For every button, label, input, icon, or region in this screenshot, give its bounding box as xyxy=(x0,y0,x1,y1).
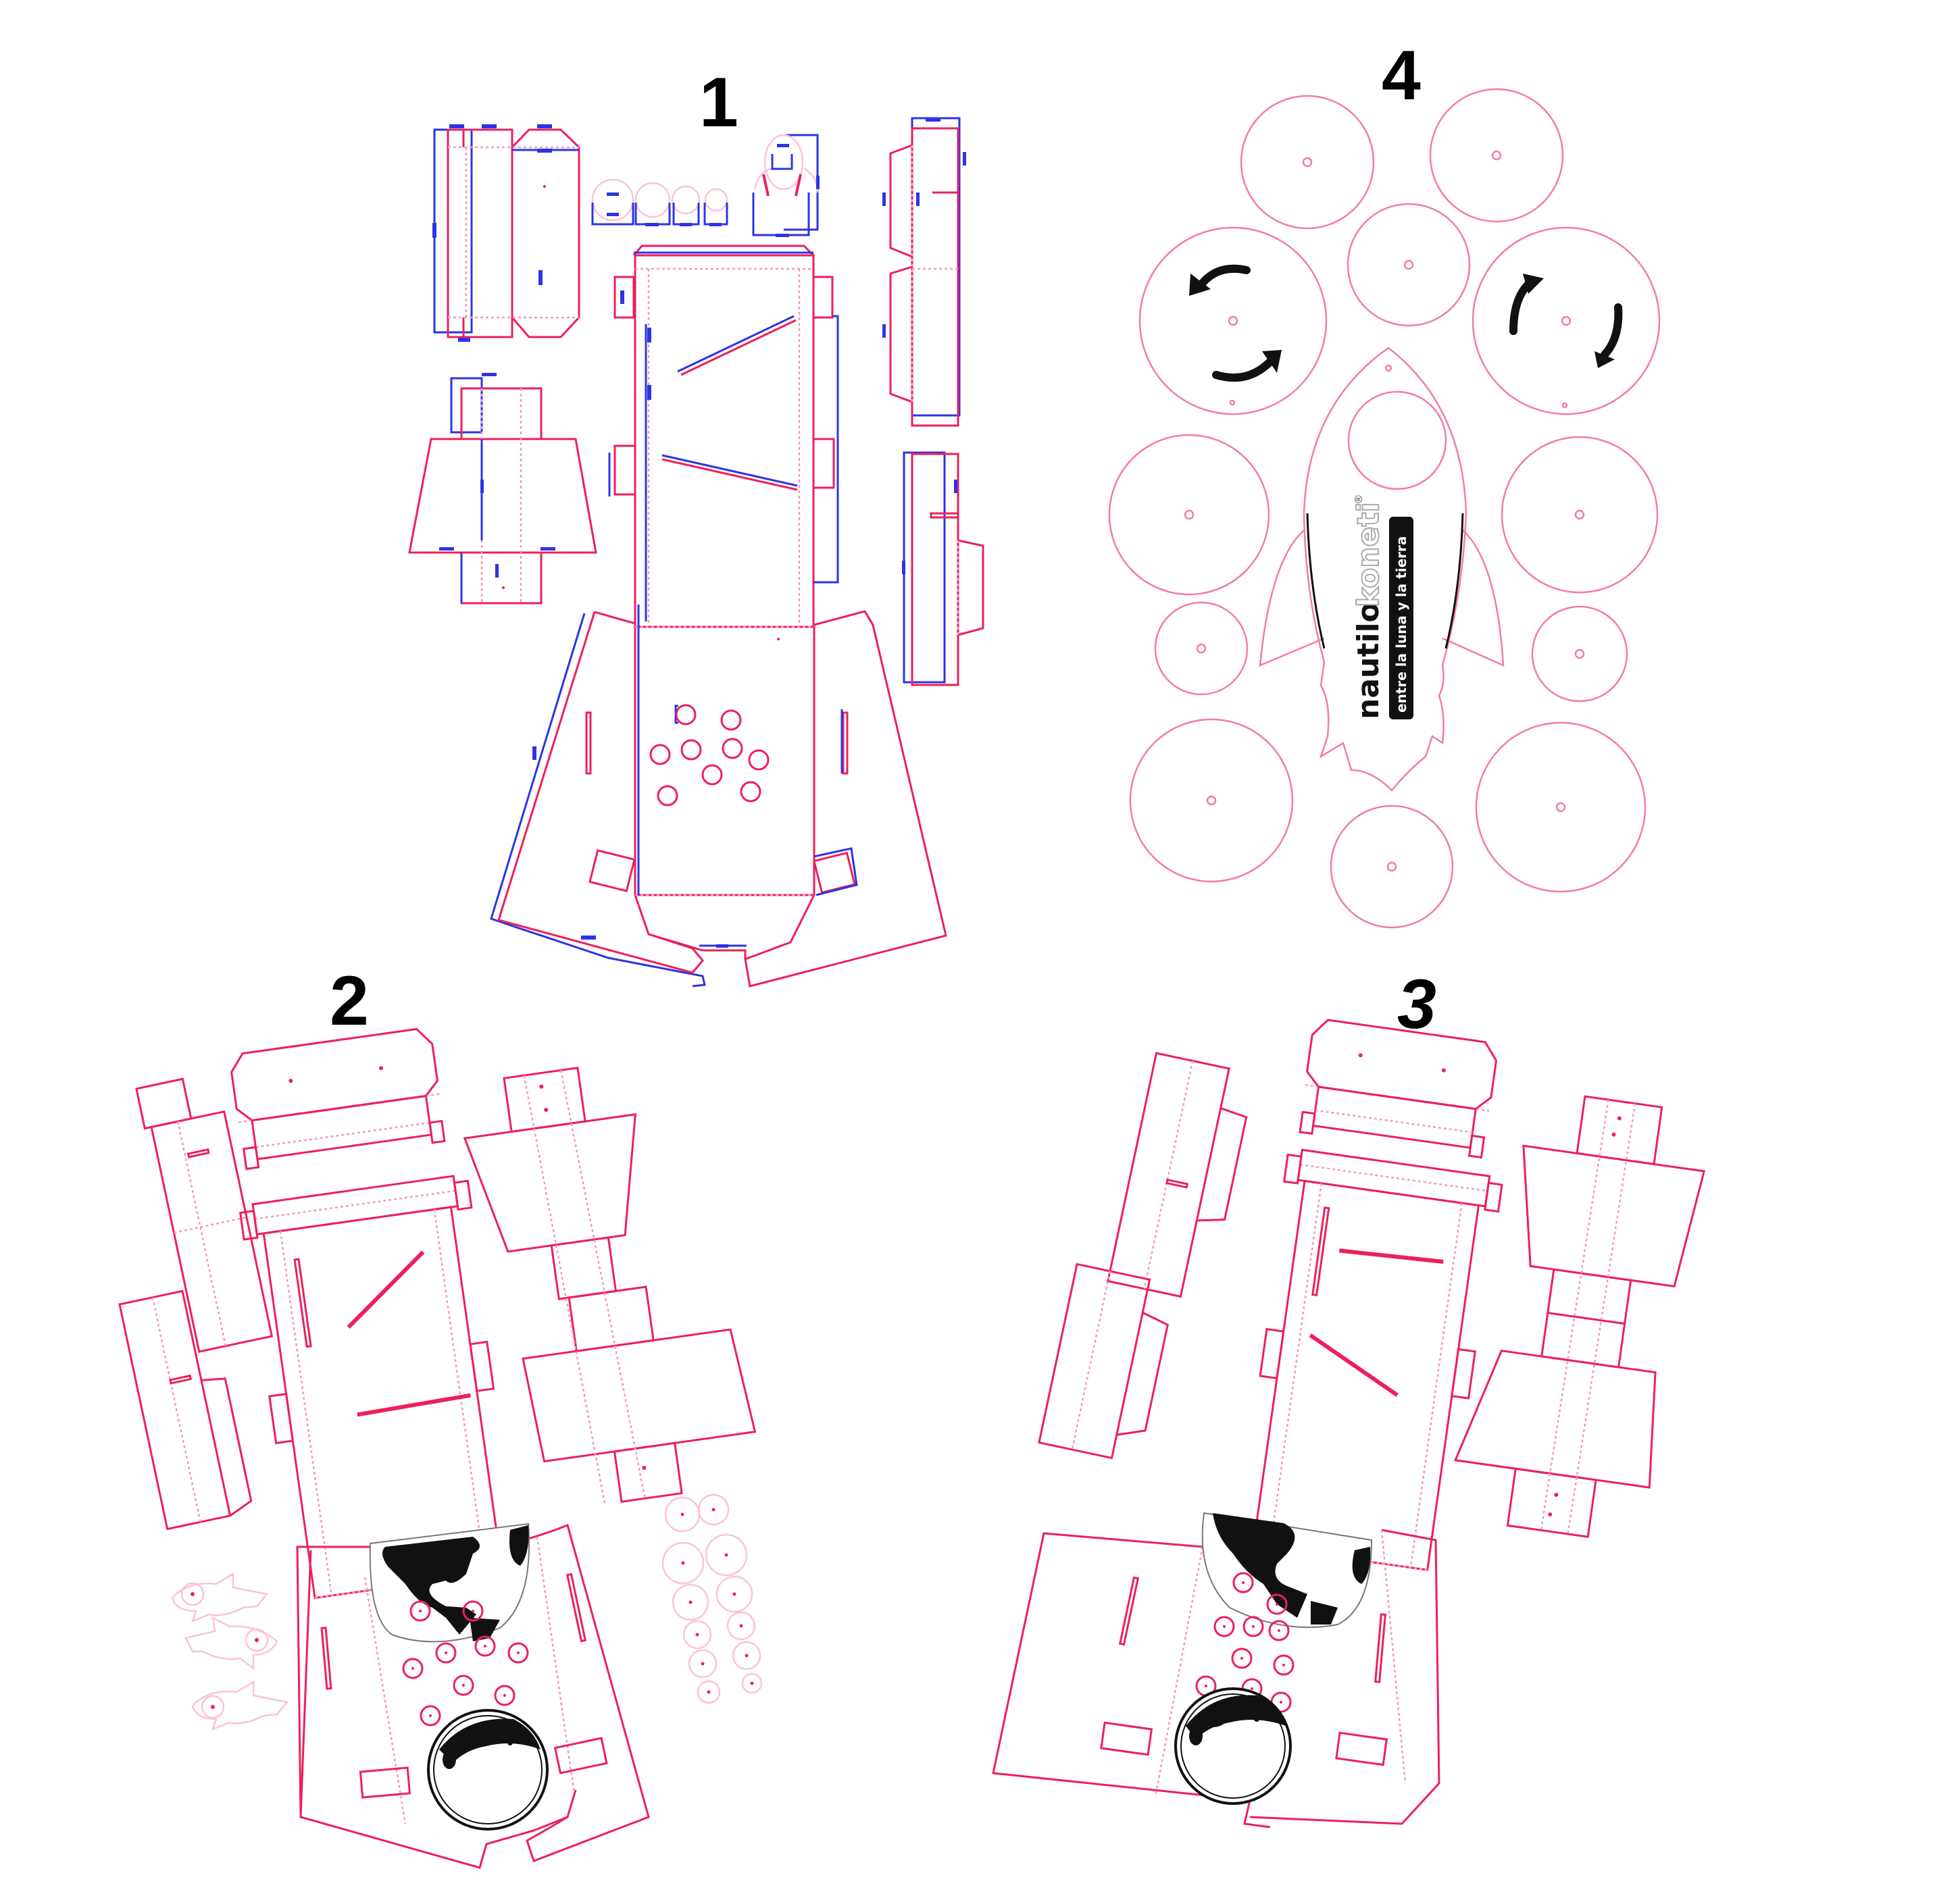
panel-1-label: 1 xyxy=(699,63,738,142)
left-fin-piece xyxy=(1038,1052,1248,1460)
disc xyxy=(1347,203,1471,327)
disc-cutouts xyxy=(661,1493,763,1704)
rotate-clockwise-arrow-icon xyxy=(1594,303,1623,368)
disc xyxy=(1429,88,1564,223)
earth-map-icon xyxy=(369,1523,530,1643)
moon-icon xyxy=(427,1709,549,1831)
disc xyxy=(1108,434,1270,596)
disc xyxy=(1240,95,1375,230)
panel-2-label: 2 xyxy=(330,962,369,1040)
disc xyxy=(1330,804,1454,929)
nozzle-net xyxy=(296,1523,650,1869)
rotate-clockwise-arrow-icon xyxy=(1212,350,1282,382)
side-tube-box xyxy=(432,124,580,342)
left-fin-top xyxy=(135,1077,274,1353)
panel-3-label: 3 xyxy=(1397,965,1436,1044)
moon-icon xyxy=(1174,1687,1292,1805)
panel-4-label: 4 xyxy=(1382,36,1421,115)
right-booster xyxy=(1453,1095,1706,1538)
porthole-strip xyxy=(591,178,728,226)
disc xyxy=(1129,718,1294,883)
rotate-clockwise-arrow-icon xyxy=(1509,274,1544,335)
disc-with-arrows xyxy=(1472,226,1661,415)
logo-brand-light: koneti xyxy=(1351,502,1386,607)
disc xyxy=(1475,721,1647,893)
rotate-counterclockwise-arrow-icon xyxy=(1189,264,1251,296)
rocket-cutouts xyxy=(171,1572,289,1731)
nozzle-net xyxy=(992,1529,1440,1829)
panel-3-printed-net xyxy=(992,1019,1706,1829)
registered-mark: ® xyxy=(1353,495,1365,503)
right-booster xyxy=(463,1067,757,1504)
fin-box-left xyxy=(408,373,597,605)
main-body-net xyxy=(1252,1148,1503,1571)
main-body-net xyxy=(608,245,839,628)
disc xyxy=(1501,436,1659,594)
panel-2-printed-net xyxy=(118,1027,763,1869)
rocket-board: nautilo koneti ® entre la luna y la tier… xyxy=(1259,347,1505,792)
logo-brand-dark: nautilo xyxy=(1351,602,1386,719)
top-cap xyxy=(1299,1019,1498,1159)
panel-1-technical-layout xyxy=(408,117,984,988)
fin-box-right-top xyxy=(882,117,966,427)
main-body-lower-net xyxy=(490,605,947,988)
nose-cone-piece xyxy=(752,134,820,237)
top-cap xyxy=(230,1027,446,1171)
disc-with-arrows xyxy=(1138,226,1328,415)
disc xyxy=(1154,601,1249,696)
earth-map-icon xyxy=(1201,1512,1373,1629)
fin-box-right-bottom xyxy=(902,451,984,686)
logo-tagline: entre la luna y la tierra xyxy=(1393,536,1409,713)
nautilo-koneti-logo: nautilo koneti ® entre la luna y la tier… xyxy=(1351,495,1413,719)
disc xyxy=(1531,605,1628,702)
portholes xyxy=(402,1600,529,1727)
panel-4-disc-board: nautilo koneti ® entre la luna y la tier… xyxy=(1108,88,1661,929)
left-fin-bottom xyxy=(118,1289,253,1531)
